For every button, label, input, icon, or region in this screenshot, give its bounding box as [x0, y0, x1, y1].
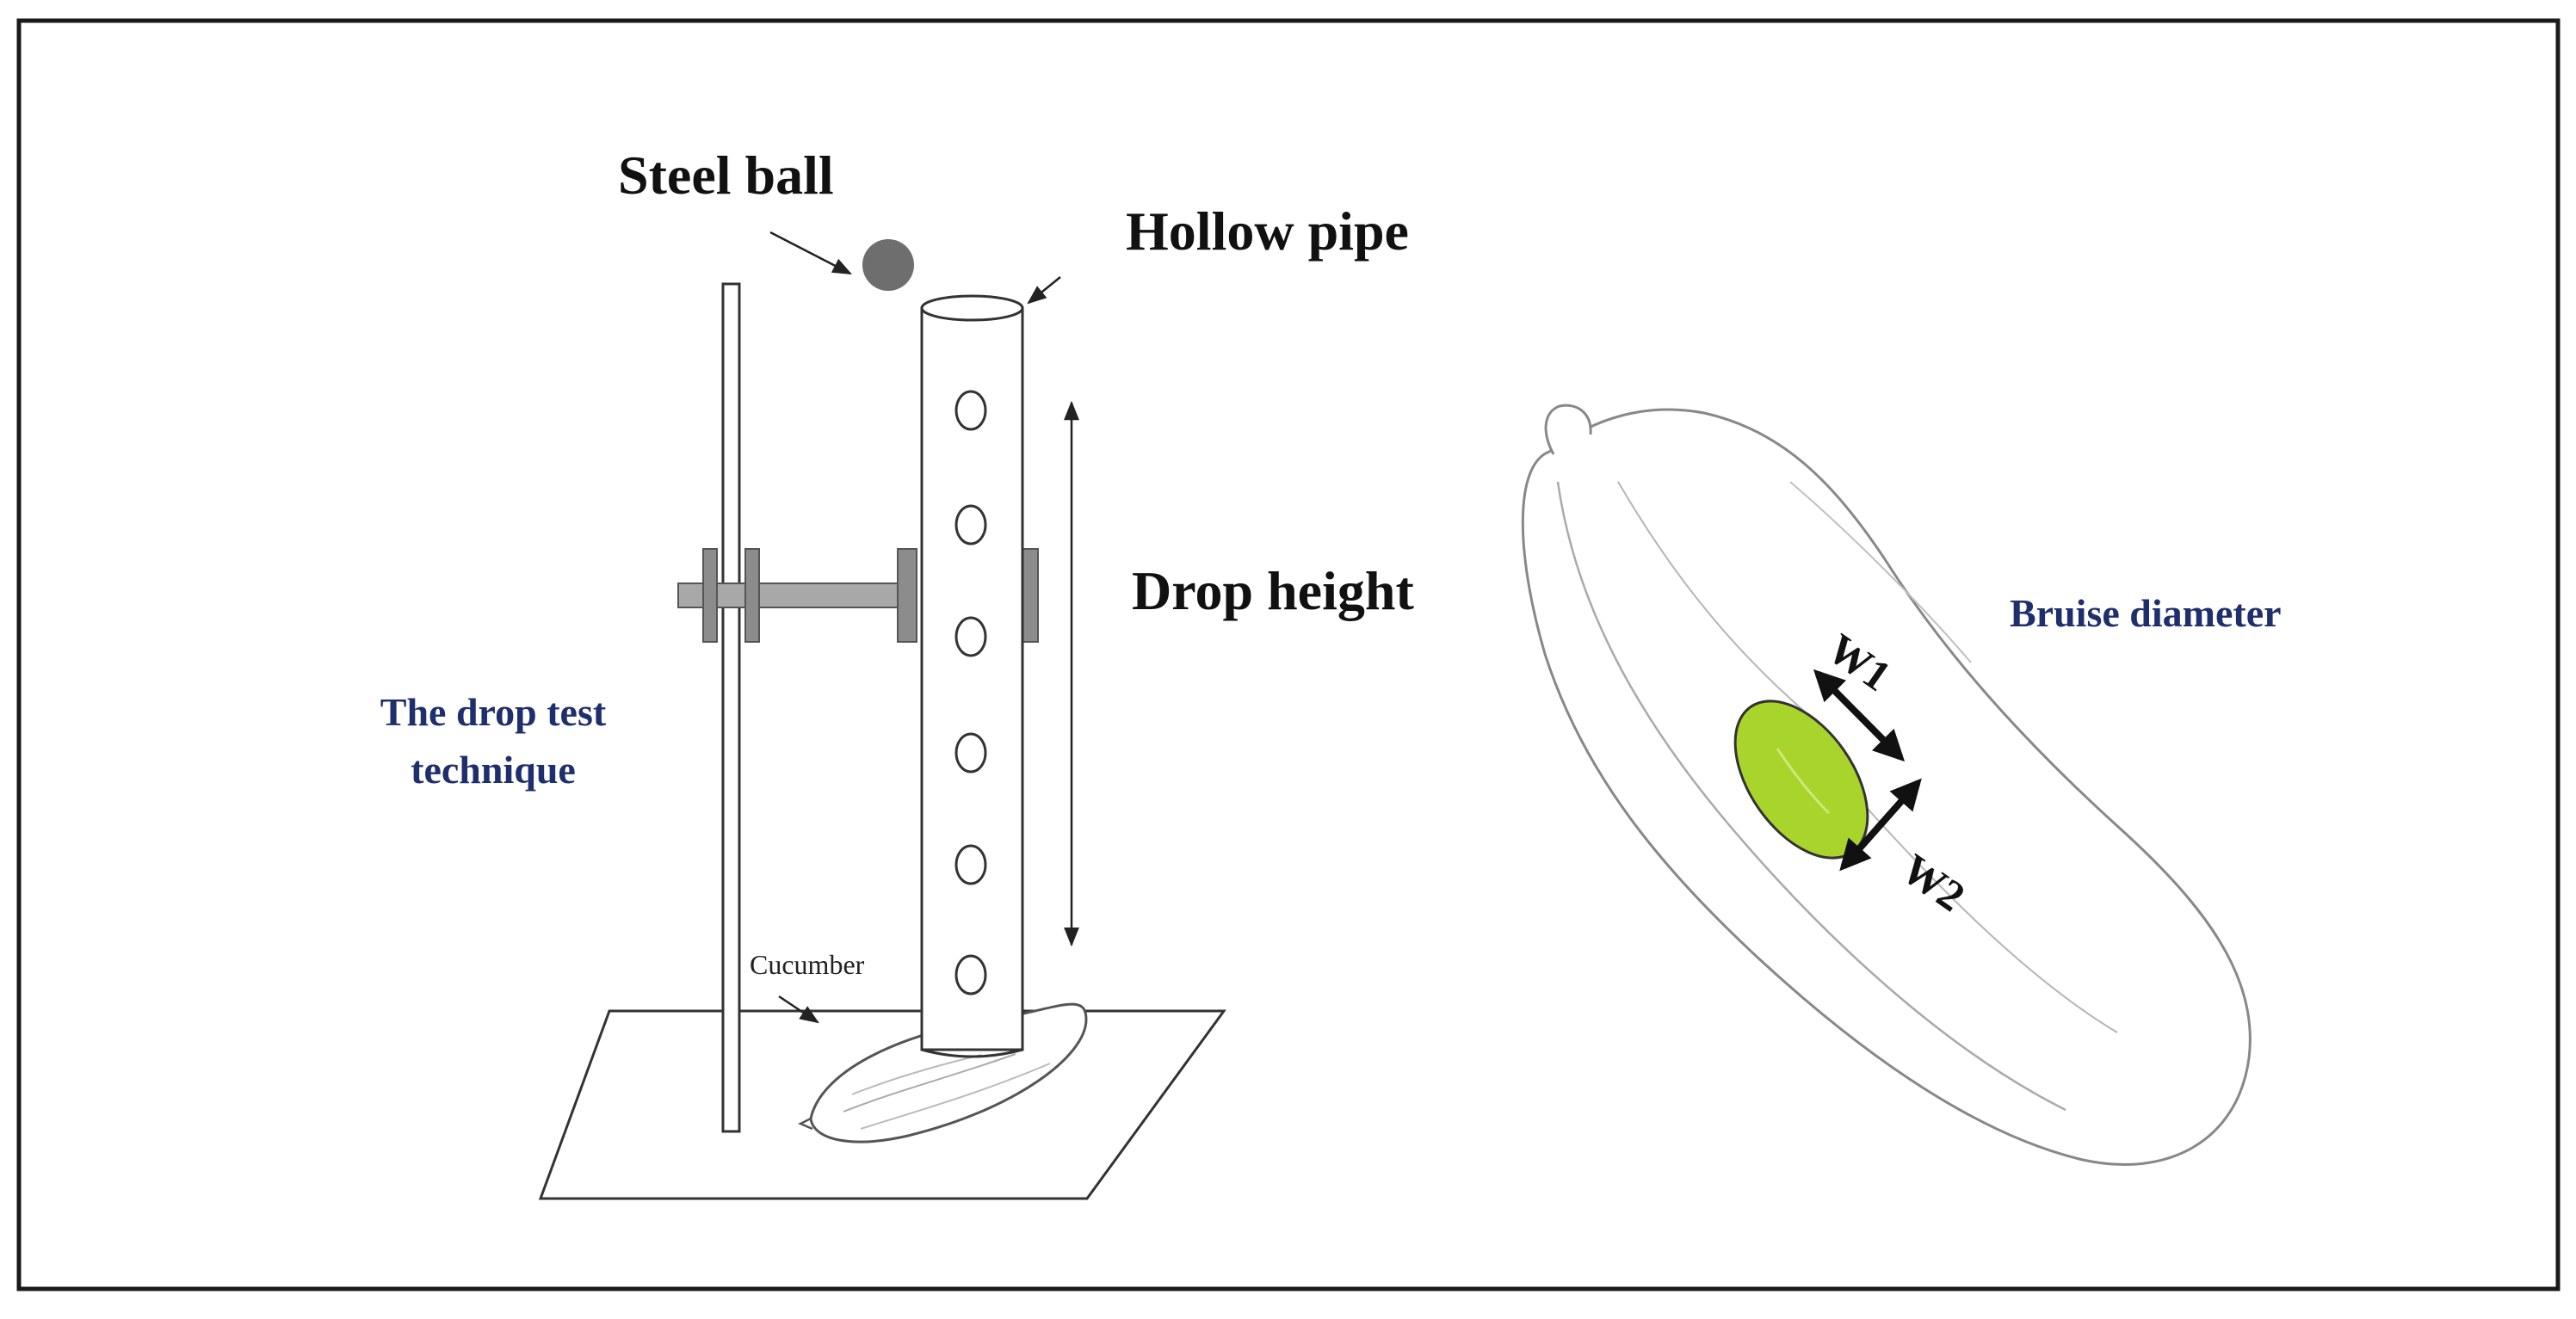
pipe-hole	[954, 844, 987, 885]
clamp-block-right-1	[897, 548, 917, 643]
hollow-pipe	[920, 294, 1024, 1058]
pipe-hole	[954, 954, 987, 995]
pipe-hole	[954, 616, 987, 657]
steel-ball-label: Steel ball	[618, 145, 834, 206]
cucumber-stem	[1544, 404, 1592, 455]
pipe-hole	[954, 390, 987, 431]
w2-arrow	[1839, 778, 1922, 872]
clamp-block-left-1	[702, 548, 718, 643]
cucumber-sketch-line	[1617, 481, 1808, 715]
cucumber-sketch-line	[1556, 481, 2066, 1112]
hollow-pipe-pointer-arrow	[1027, 276, 1061, 305]
pipe-hole	[954, 732, 987, 774]
bruise-diameter-label: Bruise diameter	[2010, 591, 2282, 635]
cucumber-sketch-line	[1789, 481, 1972, 663]
cucumber-pointer-arrow	[778, 995, 819, 1024]
w1-arrow	[1813, 669, 1906, 762]
clamp-block-left-2	[744, 548, 760, 643]
drop-height-label: Drop height	[1132, 560, 1414, 621]
hollow-pipe-label: Hollow pipe	[1126, 200, 1409, 262]
pipe-hole	[954, 504, 987, 545]
steel-ball-pointer-arrow	[769, 231, 852, 275]
cucumber-label: Cucumber	[750, 949, 865, 980]
steel-ball	[862, 239, 914, 291]
technique-label-line1: The drop test	[380, 690, 607, 734]
technique-label-line2: technique	[411, 748, 576, 792]
stand-rod	[721, 282, 741, 1133]
drop-test-apparatus: Steel ball Hollow pipe Drop height The d…	[380, 145, 1414, 1200]
bruised-cucumber: W1 W2 Bruise diameter	[1521, 404, 2282, 1166]
